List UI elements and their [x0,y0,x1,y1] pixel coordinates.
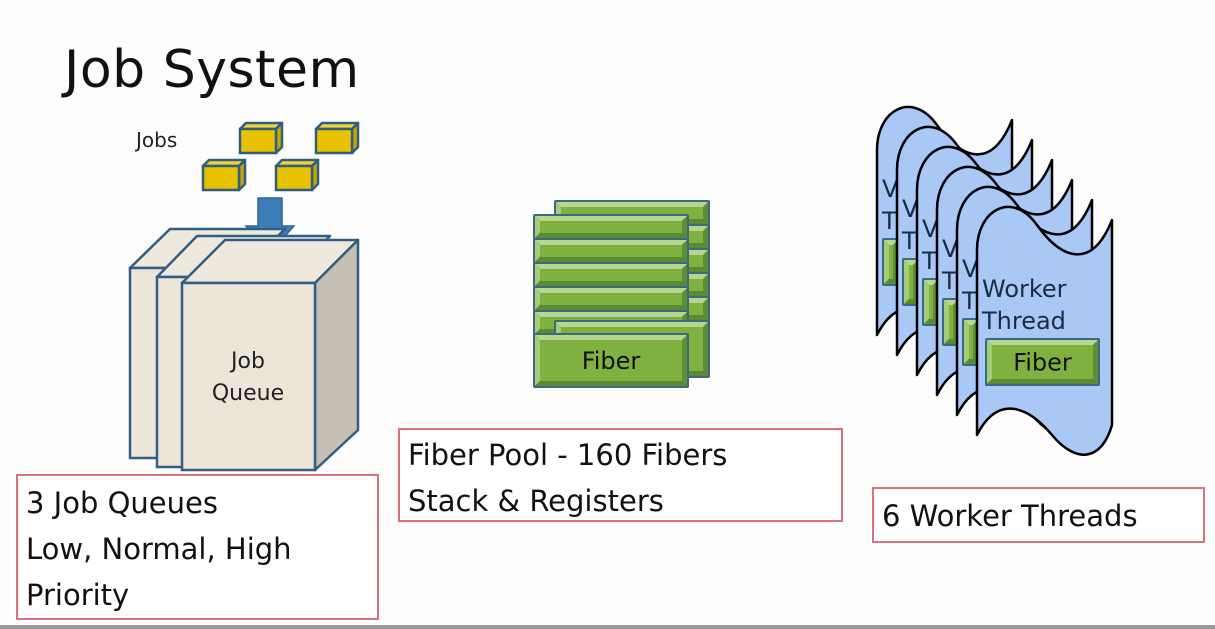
worker-thread-label-line1: V [922,215,939,243]
fiber-bar: Fiber [985,338,1100,386]
fiber-label: Fiber [1013,349,1072,377]
job-queue-label-line2: Queue [212,381,284,406]
job-icons [201,121,360,192]
slide-title: Job System [64,40,360,100]
fiber-pool-caption: Fiber Pool - 160 Fibers Stack & Register… [398,428,843,522]
worker-thread-label-line1: V [882,175,899,203]
fiber-bar [533,262,689,288]
caption-line: 3 Job Queues [26,486,218,520]
caption-line: Priority [26,578,130,612]
worker-thread-label-line1: V [962,255,979,283]
caption-line: Low, Normal, High [26,532,292,566]
job-cube-icon [238,121,284,155]
worker-thread-label-line1: V [902,195,919,223]
job-queue-box-front: Job Queue [180,238,360,472]
worker-thread-label-line1: Worker [982,275,1067,303]
job-cube-icon [314,121,360,155]
job-cube-icon [274,158,320,192]
fiber-bar [533,238,689,264]
worker-thread-label-line2: T [941,267,957,295]
caption-line: Fiber Pool - 160 Fibers [408,438,728,472]
job-queues-caption: 3 Job Queues Low, Normal, High Priority [16,474,379,620]
worker-thread-label-line2: T [961,287,977,315]
bottom-scrollbar-track [0,625,1215,629]
caption-line: 6 Worker Threads [882,499,1138,533]
worker-thread-label-line2: T [901,227,917,255]
fiber-bar: Fiber [533,333,689,388]
job-queue-label-line1: Job [229,349,265,374]
fiber-bar [533,214,689,240]
worker-thread-label-line2: T [881,207,897,235]
worker-thread-label-line1: V [942,235,959,263]
worker-thread-label-line2: Thread [981,307,1066,335]
worker-thread-label-line2: T [921,247,937,275]
worker-threads-caption: 6 Worker Threads [872,487,1205,543]
fiber-pool-stack: Fiber [533,200,710,388]
fiber-bar [533,286,689,312]
fiber-label: Fiber [582,347,641,375]
job-cube-icon [201,158,247,192]
job-queue-stack: Job Queue [128,227,360,472]
jobs-label: Jobs [136,128,178,152]
caption-line: Stack & Registers [408,484,664,518]
